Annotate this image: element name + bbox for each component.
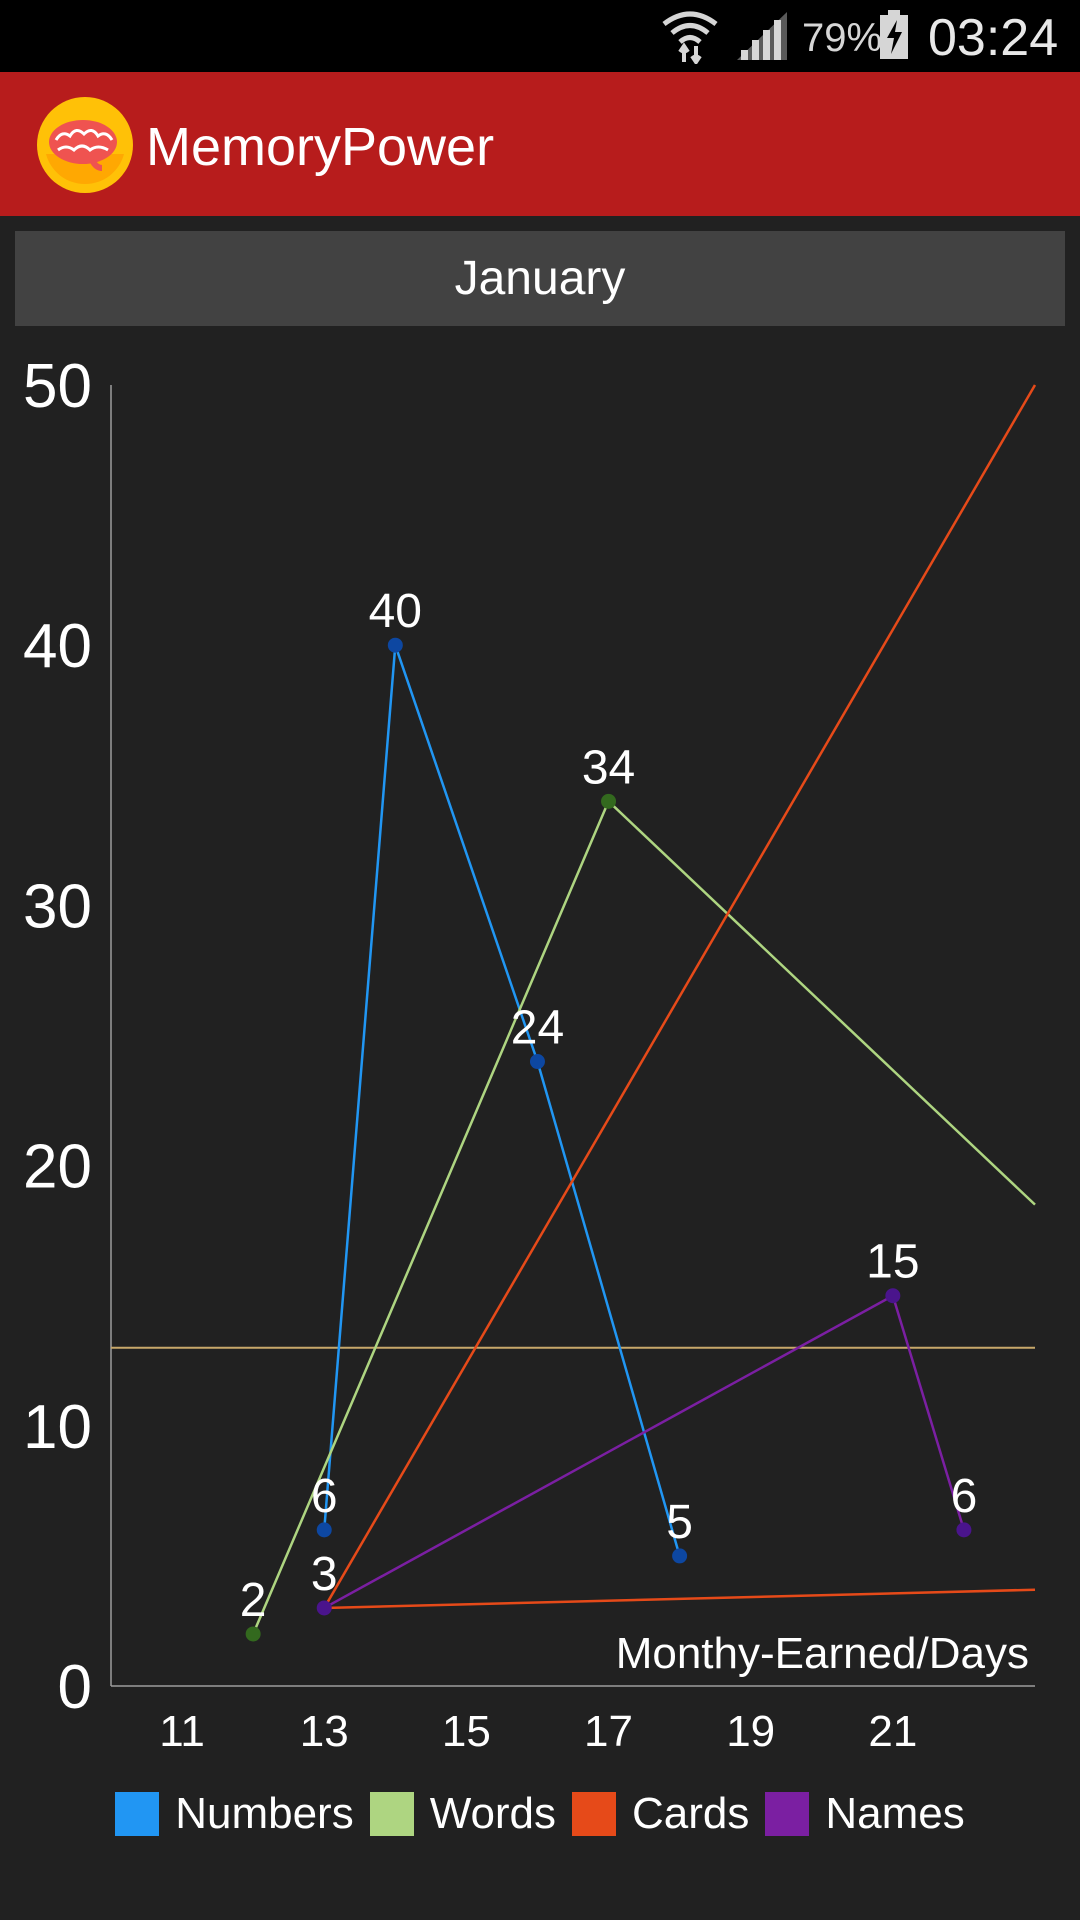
signal-icon bbox=[737, 12, 787, 60]
numbers-point bbox=[316, 1522, 332, 1538]
y-tick-label: 50 bbox=[23, 352, 92, 421]
x-tick-label: 17 bbox=[584, 1707, 633, 1756]
app-title: MemoryPower bbox=[146, 117, 495, 177]
x-tick-label: 11 bbox=[159, 1707, 205, 1756]
cards-series-line bbox=[323, 384, 1037, 1609]
words-point-label: 2 bbox=[240, 1574, 267, 1627]
numbers-point-label: 5 bbox=[666, 1496, 693, 1549]
wifi-icon bbox=[662, 11, 718, 64]
x-tick-label: 19 bbox=[726, 1707, 775, 1756]
month-selector-button[interactable]: January bbox=[15, 231, 1065, 326]
status-bar: 79% 03:24 bbox=[0, 0, 1080, 72]
x-axis-title: Monthy-Earned/Days bbox=[616, 1629, 1029, 1678]
names-point-label: 3 bbox=[311, 1548, 338, 1601]
names-point-label: 15 bbox=[866, 1236, 919, 1289]
numbers-point-label: 6 bbox=[311, 1470, 338, 1523]
chart-legend: Numbers Words Cards Names bbox=[0, 1784, 1080, 1844]
x-tick-label: 15 bbox=[442, 1707, 491, 1756]
legend-swatch bbox=[765, 1792, 810, 1836]
names-point-label: 6 bbox=[951, 1470, 978, 1523]
y-tick-label: 10 bbox=[23, 1393, 92, 1462]
words-point bbox=[601, 793, 617, 809]
y-tick-label: 30 bbox=[23, 872, 92, 941]
x-tick-label: 21 bbox=[868, 1707, 917, 1756]
numbers-point bbox=[387, 637, 403, 653]
numbers-point-label: 24 bbox=[511, 1002, 564, 1055]
legend-swatch bbox=[572, 1792, 617, 1836]
line-chart: 0 10 20 30 40 50 11 13 15 17 19 21 6 40 24 5 2 34 3 15 6Mont… bbox=[23, 352, 1037, 1756]
cards-extra-line bbox=[324, 1588, 1036, 1610]
words-point-label: 34 bbox=[582, 741, 635, 794]
words-point bbox=[245, 1626, 261, 1642]
names-series-line bbox=[323, 1293, 966, 1610]
numbers-point-label: 40 bbox=[369, 585, 422, 638]
numbers-series-line bbox=[322, 644, 681, 1557]
y-tick-label: 0 bbox=[58, 1653, 92, 1722]
legend-label: Names bbox=[825, 1789, 965, 1838]
battery-charging-icon bbox=[880, 10, 908, 59]
legend-swatch bbox=[115, 1792, 160, 1836]
names-point bbox=[316, 1600, 332, 1616]
numbers-point bbox=[529, 1054, 545, 1070]
legend-item-names: Names bbox=[765, 1789, 965, 1839]
numbers-point bbox=[672, 1548, 688, 1564]
legend-label: Words bbox=[429, 1789, 557, 1838]
battery-percent: 79% bbox=[802, 16, 883, 60]
words-series-line bbox=[252, 799, 1036, 1635]
y-tick-label: 20 bbox=[23, 1133, 92, 1202]
legend-label: Cards bbox=[632, 1789, 750, 1838]
legend-item-cards: Cards bbox=[572, 1789, 749, 1839]
y-tick-label: 40 bbox=[23, 612, 92, 681]
legend-item-numbers: Numbers bbox=[115, 1789, 354, 1839]
names-point bbox=[956, 1522, 972, 1538]
legend-swatch bbox=[369, 1792, 414, 1836]
brain-logo-icon bbox=[37, 97, 133, 193]
app-bar: MemoryPower bbox=[0, 72, 1080, 216]
legend-label: Numbers bbox=[175, 1789, 354, 1838]
clock: 03:24 bbox=[928, 9, 1059, 67]
x-tick-label: 13 bbox=[300, 1707, 349, 1756]
legend-item-words: Words bbox=[369, 1789, 557, 1839]
names-point bbox=[885, 1288, 901, 1304]
